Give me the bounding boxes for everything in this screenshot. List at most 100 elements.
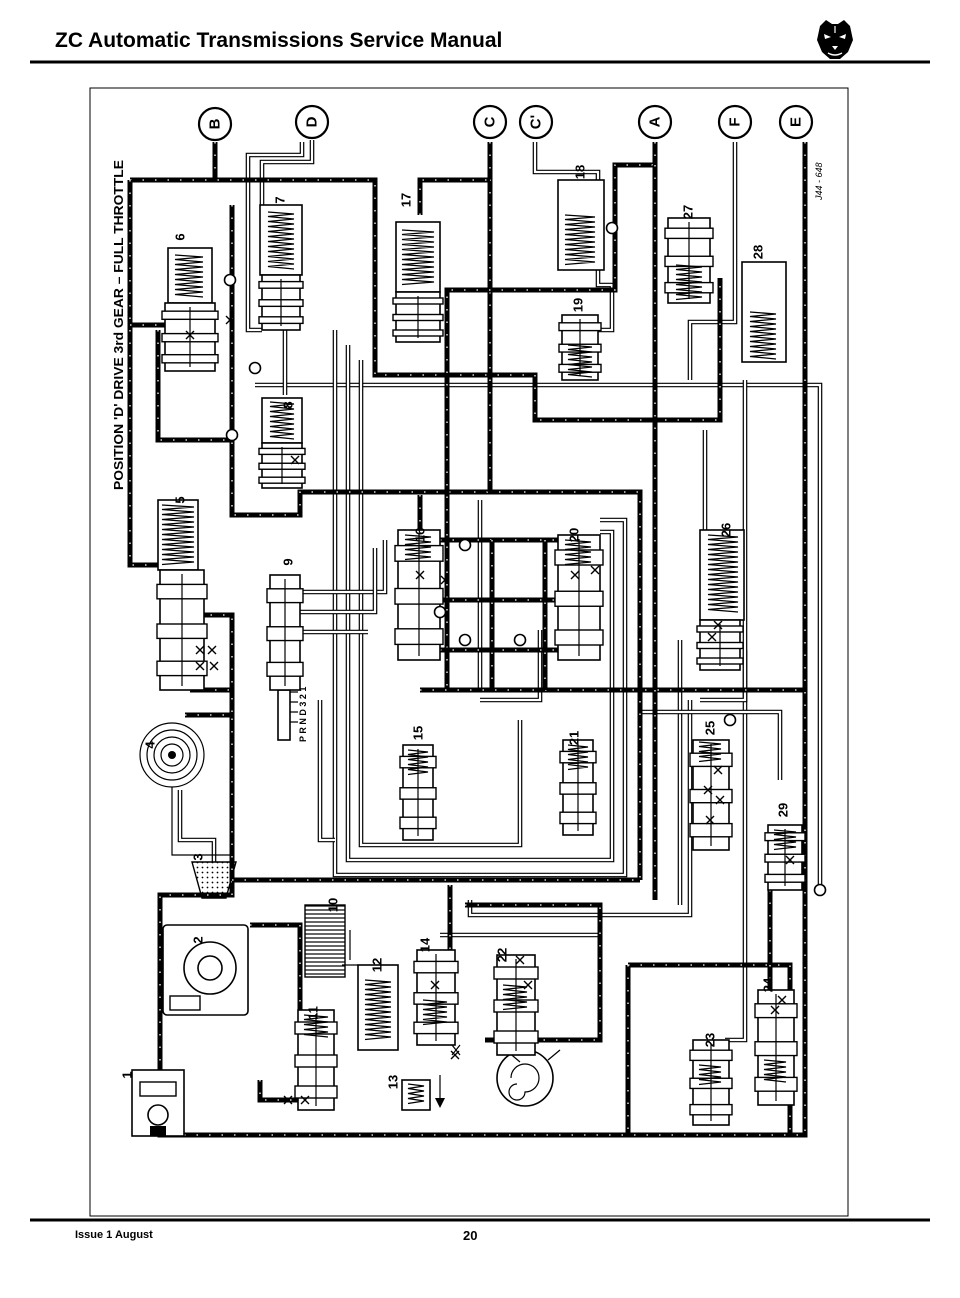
component-number: 22 [495, 948, 510, 962]
exhaust-x-mark [715, 795, 725, 805]
spring [401, 229, 435, 286]
jaguar-logo-icon [817, 20, 853, 59]
check-ball [605, 221, 619, 235]
filter [304, 904, 358, 978]
spring [407, 749, 429, 776]
component-numbers: 1 2 3 4 5 6 7 8 9 10 11 12 13 14 15 16 1… [120, 165, 791, 1089]
component-number: 3 [191, 853, 206, 860]
pressure-line-dots [250, 924, 318, 1066]
spring [707, 534, 739, 613]
pressure-line-dots [185, 690, 233, 716]
exhaust-x-mark [770, 1005, 780, 1015]
component-number: 9 [281, 558, 296, 565]
exhaust-x-mark [300, 1095, 310, 1105]
spring [675, 264, 703, 301]
pressure-line [417, 177, 490, 215]
signal-line-inner [440, 933, 602, 955]
spring [422, 999, 448, 1026]
signal-line-inner [533, 142, 600, 180]
signal-lines [177, 140, 823, 1043]
pressure-line [155, 330, 232, 443]
component-number: 18 [573, 165, 588, 179]
component-number: 24 [761, 977, 776, 992]
signal-line [440, 932, 603, 955]
port-label: A [647, 116, 664, 127]
manual-title: ZC Automatic Transmissions Service Manua… [55, 29, 503, 52]
page-number: 20 [463, 1228, 478, 1243]
exhaust-x-mark [590, 565, 600, 575]
component-number: 11 [306, 1006, 321, 1020]
port-label: C' [528, 115, 545, 129]
spring [161, 504, 195, 566]
signal-line-inner [640, 710, 782, 780]
selector-positions: P R N D 3 2 1 [298, 687, 308, 742]
component-number: 28 [751, 245, 766, 259]
component-number: 20 [567, 528, 582, 542]
exhaust-x-mark [185, 330, 195, 340]
spring [698, 741, 722, 763]
component-number: 21 [567, 731, 582, 745]
component-number: 14 [418, 937, 433, 952]
spring [698, 1064, 722, 1086]
exhaust-x-mark [415, 570, 425, 580]
valve-body [699, 529, 745, 621]
diagram-frame [89, 87, 849, 1217]
component-number: 12 [370, 958, 385, 972]
component-number: 2 [191, 936, 206, 943]
pressure-line [127, 180, 168, 568]
exhaust-x-mark [713, 620, 723, 630]
signal-line [300, 548, 378, 615]
check-ball [223, 273, 237, 287]
spring [567, 744, 589, 771]
component-number: 4 [143, 741, 158, 749]
signal-line-inner [255, 383, 822, 890]
port-labels: B D C C' A F E [197, 104, 814, 142]
spring [564, 214, 596, 266]
signal-line [532, 142, 601, 180]
component-number: 5 [173, 496, 188, 503]
figure-reference: J44 - 648 [814, 162, 824, 201]
pressure-line [465, 902, 603, 1043]
spring [269, 401, 295, 440]
component-number: 7 [273, 196, 288, 203]
exhaust-marks [185, 315, 795, 1105]
signal-line-inner [480, 630, 542, 702]
exhaust-x-mark [430, 980, 440, 990]
springs [161, 211, 797, 1105]
signal-line-inner [246, 142, 304, 332]
component-number: 6 [173, 233, 188, 240]
exhaust-x-mark [705, 815, 715, 825]
check-ball [225, 428, 239, 442]
signal-line-inner [300, 540, 387, 594]
component-number: 13 [386, 1075, 401, 1089]
check-balls [223, 221, 827, 897]
oil-pump [162, 924, 249, 1016]
valve-body [741, 261, 787, 363]
signal-line [595, 270, 615, 333]
exhaust-x-mark [703, 785, 713, 795]
exhaust-x-mark [785, 855, 795, 865]
governor-valve [131, 1069, 185, 1137]
exhaust-x-mark [207, 645, 217, 655]
spring [407, 1083, 425, 1105]
exhaust-x-mark [290, 455, 300, 465]
exhaust-x-mark [515, 955, 525, 965]
exhaust-x-mark [707, 632, 717, 642]
spring [567, 344, 593, 378]
component-number: 15 [411, 726, 426, 740]
signal-line-inner [359, 360, 522, 847]
signal-line [300, 540, 388, 595]
exhaust-x-mark [195, 645, 205, 655]
pressure-line-dots [130, 179, 721, 421]
signal-line-inner [318, 700, 335, 842]
exhaust-x-mark [777, 995, 787, 1005]
component-number: 25 [703, 721, 718, 735]
component-number: 16 [413, 528, 428, 542]
exhaust-x-mark [523, 980, 533, 990]
port-label: C [482, 116, 499, 127]
valve-body [557, 179, 605, 271]
spring [502, 984, 528, 1011]
signal-line-inner [346, 345, 614, 862]
spring [267, 211, 295, 270]
exhaust-x-mark [225, 315, 235, 325]
